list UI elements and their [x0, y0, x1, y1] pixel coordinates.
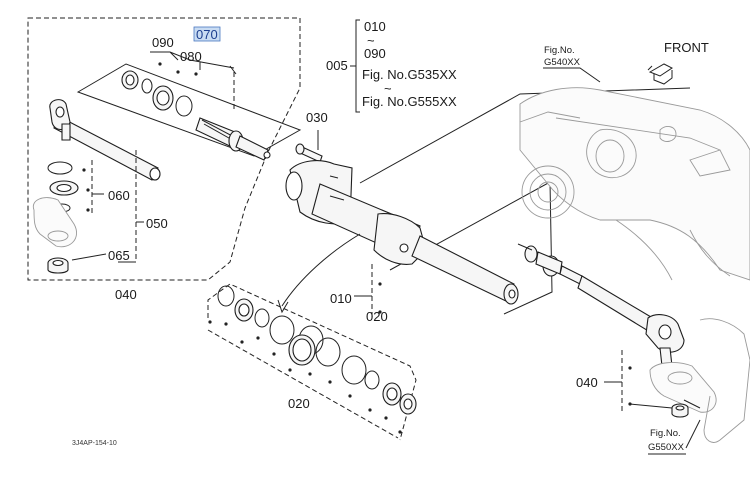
fig-ref-top-line2[interactable]: G540XX — [544, 57, 581, 68]
callout-070[interactable]: 070 — [196, 27, 218, 42]
fig-ref-top-underline — [543, 67, 601, 83]
callout-040-right[interactable]: 040 — [576, 375, 598, 390]
boot-ring — [47, 161, 73, 175]
dots-060 — [82, 168, 90, 212]
front-axle-ghost — [519, 87, 750, 281]
callout-020-seals[interactable]: 020 — [288, 396, 310, 411]
seal-kit-bottom — [207, 329, 399, 439]
leader-065 — [71, 253, 107, 261]
tie-rod-inner-end — [195, 117, 271, 161]
callout-060[interactable]: 060 — [108, 188, 130, 203]
callout-010[interactable]: 010 — [330, 291, 352, 306]
seal-ring-080 — [121, 70, 139, 90]
seal-kit-rings — [217, 285, 417, 415]
tie-rod-end-guide — [76, 63, 302, 157]
tie-rod-left — [49, 99, 161, 181]
range-note-brace — [350, 19, 360, 113]
range-ref-005[interactable]: 005 — [326, 58, 348, 73]
range-tilde-1: ~ — [367, 33, 375, 48]
range-fig-to: Fig. No.G555XX — [362, 94, 457, 109]
fig-ref-bottom-line1: Fig.No. — [650, 428, 681, 439]
front-arrow-icon — [647, 63, 673, 85]
range-code-from: 010 — [364, 19, 386, 34]
bolt-030 — [295, 143, 323, 163]
cylinder-curve-to-seals — [281, 233, 361, 307]
knuckle-right-ghost — [649, 318, 750, 443]
rod-mount-lines — [517, 243, 701, 409]
callout-020-cylinder[interactable]: 020 — [366, 309, 388, 324]
seal-ring-090 — [141, 78, 153, 94]
dots-020-seals — [208, 320, 402, 434]
dots-080 — [158, 62, 198, 76]
tie-rod-right — [524, 245, 685, 367]
front-label: FRONT — [664, 40, 709, 55]
castle-nut-right — [671, 403, 689, 418]
fig-ref-bottom-leader — [685, 419, 701, 449]
snap-ring — [175, 95, 193, 117]
callout-070-highlight — [193, 26, 221, 42]
callout-065[interactable]: 065 — [108, 248, 130, 263]
callout-050[interactable]: 050 — [146, 216, 168, 231]
dots-010-020 — [378, 282, 382, 314]
dots-040-right — [628, 366, 632, 406]
leader-nut-right — [629, 403, 673, 409]
bracket-090-080 — [150, 51, 237, 75]
fig-ref-top-line1: Fig.No. — [544, 45, 575, 56]
steering-cylinder — [285, 160, 519, 305]
callout-040-left[interactable]: 040 — [115, 287, 137, 302]
callout-080[interactable]: 080 — [180, 49, 202, 64]
knuckle-arm-ghost — [32, 197, 77, 248]
bearing-ring — [152, 85, 174, 111]
mounting-frame-lines — [359, 87, 691, 315]
cylinder-arrow-head — [277, 299, 289, 314]
range-code-to: 090 — [364, 46, 386, 61]
fig-ref-bottom-line2[interactable]: G550XX — [648, 442, 685, 453]
seal-kit-frame — [207, 283, 417, 441]
dust-seal — [49, 180, 79, 196]
callout-030[interactable]: 030 — [306, 110, 328, 125]
range-tilde-2: ~ — [384, 81, 392, 96]
tie-rod-group-frame — [27, 17, 301, 281]
drawing-id: 3J4AP-154-10 — [72, 440, 117, 447]
castle-nut-065 — [47, 257, 69, 274]
callout-090-top[interactable]: 090 — [152, 35, 174, 50]
range-fig-from: Fig. No.G535XX — [362, 67, 457, 82]
